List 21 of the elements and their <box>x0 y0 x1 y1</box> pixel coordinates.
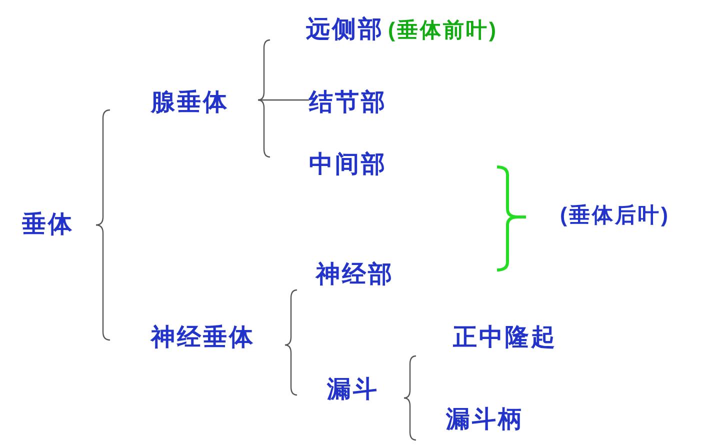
node-text: 结节部 <box>309 90 387 116</box>
group-label: (垂体后叶) <box>560 204 670 227</box>
curly-brace <box>284 289 298 346</box>
curly-brace <box>404 397 416 441</box>
node-text: 神经部 <box>316 262 394 288</box>
curly-brace <box>258 99 270 158</box>
node-text: 神经垂体 <box>151 325 255 352</box>
node-text: 垂体 <box>22 212 74 238</box>
node-text: 远侧部 <box>306 17 384 44</box>
node-text: 正中隆起 <box>453 325 557 352</box>
curly-brace <box>96 109 110 226</box>
node-text: 中间部 <box>309 152 387 178</box>
curly-brace <box>96 224 110 341</box>
curly-brace <box>258 39 270 101</box>
node-text: 漏斗柄 <box>446 407 524 434</box>
node-text: 腺垂体 <box>151 90 229 116</box>
node-text: 漏斗 <box>327 377 379 404</box>
curly-brace <box>404 355 416 399</box>
curly-brace <box>258 99 309 101</box>
curly-brace <box>284 344 298 396</box>
side-label: (垂体前叶) <box>388 19 498 42</box>
